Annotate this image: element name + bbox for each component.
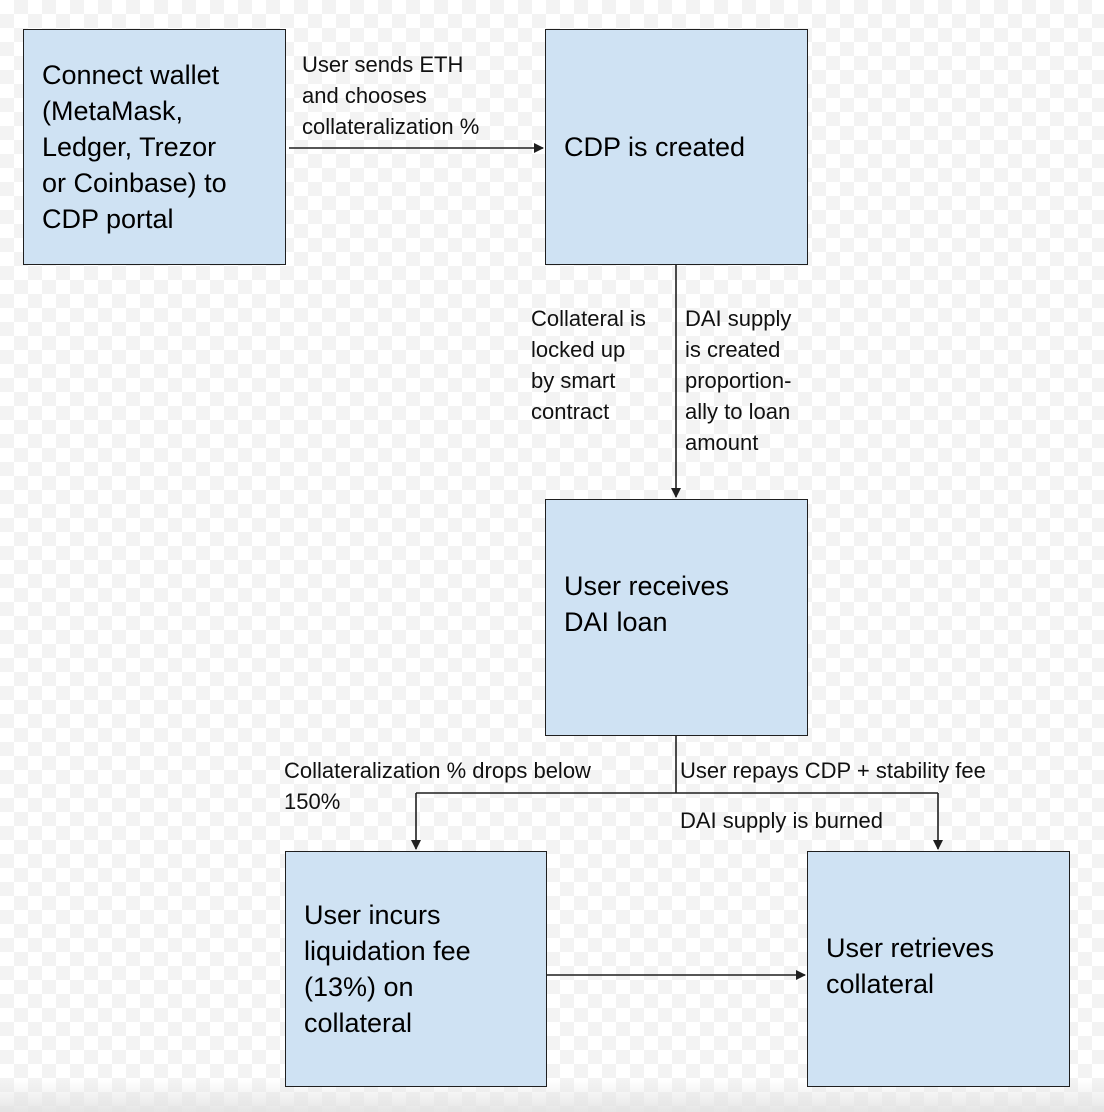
drops-below-label: Collateralization % drops below 150% bbox=[284, 758, 591, 814]
retrieves-collateral-text: User retrieves collateral bbox=[826, 933, 995, 999]
cdp-created-box: CDP is created bbox=[545, 29, 808, 265]
supply-burned-label: DAI supply is burned bbox=[680, 808, 883, 833]
collateral-locked-label: Collateral is locked up by smart contrac… bbox=[531, 306, 646, 424]
repays-label: User repays CDP + stability fee bbox=[680, 758, 986, 783]
sends-eth-label: User sends ETH and chooses collateraliza… bbox=[302, 52, 480, 139]
connect-wallet-box: Connect wallet (MetaMask, Ledger, Trezor… bbox=[23, 29, 286, 265]
cdp-created-text: CDP is created bbox=[564, 132, 746, 162]
receives-loan-text: User receives DAI loan bbox=[564, 570, 730, 637]
receives-loan-box: User receives DAI loan bbox=[545, 499, 808, 736]
liquidation-text: User incurs liquidation fee (13%) on col… bbox=[304, 900, 471, 1038]
liquidation-box: User incurs liquidation fee (13%) on col… bbox=[285, 851, 547, 1087]
dai-supply-created-label: DAI supply is created proportion- ally t… bbox=[685, 306, 792, 455]
connect-wallet-text: Connect wallet (MetaMask, Ledger, Trezor… bbox=[42, 60, 227, 234]
retrieves-collateral-box: User retrieves collateral bbox=[807, 851, 1070, 1087]
